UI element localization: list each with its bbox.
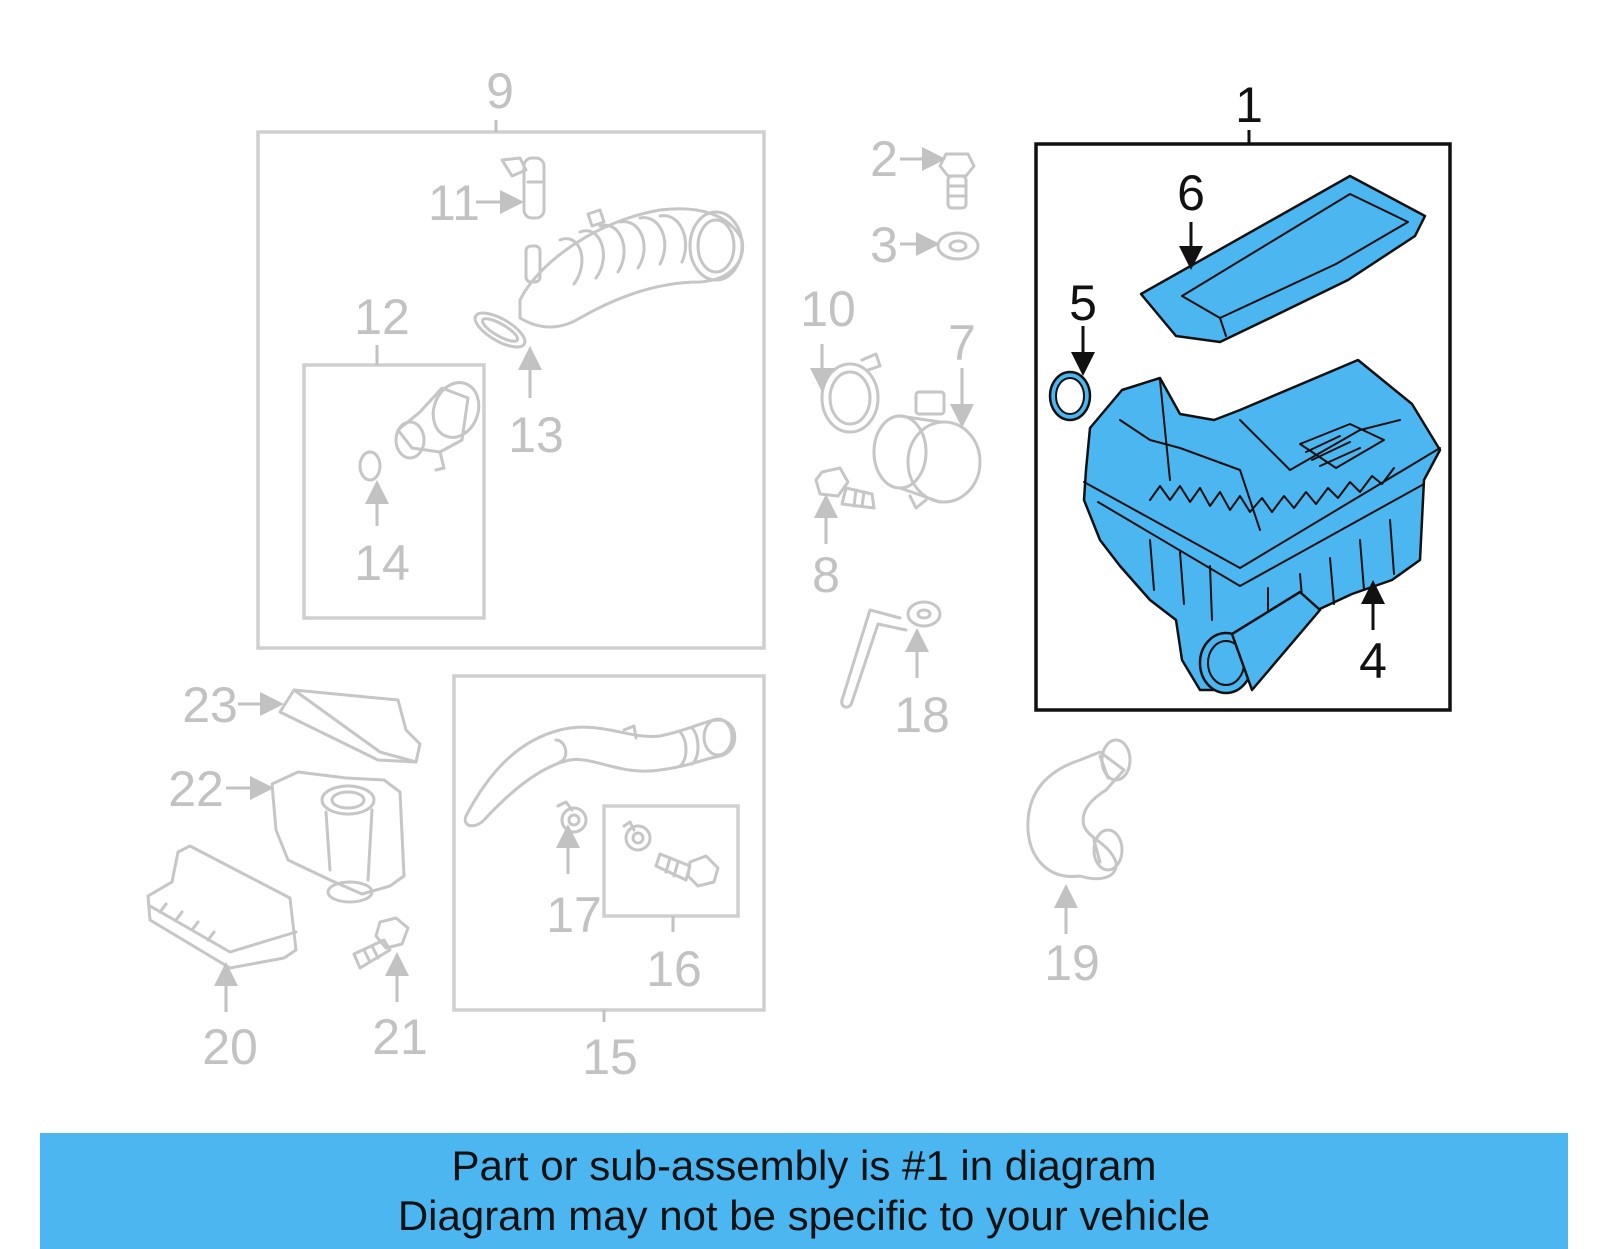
callout-15: 15 (582, 1029, 638, 1085)
part-21-bolt[interactable] (352, 916, 410, 970)
part-16-fastener-kit[interactable] (622, 820, 720, 888)
callout-3: 3 (870, 217, 898, 273)
part-14-o-ring[interactable] (358, 450, 382, 482)
callout-14: 14 (354, 535, 410, 591)
part-22-air-box[interactable] (270, 770, 406, 904)
callout-8: 8 (812, 547, 840, 603)
group-16-box (602, 804, 740, 932)
part-4-air-cleaner-housing[interactable] (1082, 358, 1442, 695)
callout-6: 6 (1177, 165, 1205, 221)
banner-line-1: Part or sub-assembly is #1 in diagram (451, 1142, 1157, 1189)
callout-7: 7 (948, 315, 976, 371)
group-9-box (256, 120, 766, 650)
callout-5: 5 (1069, 275, 1097, 331)
callout-1: 1 (1235, 77, 1263, 133)
callout-23: 23 (182, 677, 238, 733)
part-5-seal-ring[interactable] (1048, 370, 1092, 422)
callout-20: 20 (202, 1019, 258, 1075)
part-10-clamp[interactable] (820, 352, 882, 434)
part-20-bracket[interactable] (146, 844, 298, 970)
group-1-box (1034, 130, 1452, 712)
part-15-resonator-duct[interactable] (463, 717, 737, 828)
callout-11: 11 (428, 175, 480, 231)
part-23-cover[interactable] (278, 688, 422, 764)
callout-2: 2 (870, 131, 898, 187)
callout-9: 9 (486, 63, 514, 119)
group-12-box (302, 345, 486, 620)
part-3-washer[interactable] (936, 231, 980, 261)
callout-18: 18 (894, 687, 950, 743)
callout-16: 16 (646, 941, 702, 997)
part-2-bolt[interactable] (938, 152, 976, 210)
callout-13: 13 (508, 407, 564, 463)
info-banner: Part or sub-assembly is #1 in diagram Di… (40, 1133, 1568, 1249)
group-15-box (452, 674, 766, 1022)
part-8-bolt[interactable] (814, 466, 876, 510)
banner-line-2: Diagram may not be specific to your vehi… (397, 1192, 1211, 1239)
callout-17: 17 (546, 887, 602, 943)
callout-19: 19 (1044, 935, 1100, 991)
part-7-mass-airflow-sensor[interactable] (872, 390, 982, 510)
callout-22: 22 (168, 761, 224, 817)
part-18-drain-tube[interactable] (840, 600, 942, 709)
part-11-sensor[interactable] (500, 156, 546, 220)
part-17-clip[interactable] (556, 800, 588, 834)
callout-12: 12 (354, 289, 410, 345)
part-12-throttle-body[interactable] (394, 376, 486, 472)
part-6-air-filter-element[interactable] (1139, 174, 1427, 344)
part-9-air-duct[interactable] (518, 207, 745, 329)
part-13-o-ring[interactable] (470, 306, 529, 353)
callout-21: 21 (372, 1009, 428, 1065)
part-19-intake-duct[interactable] (1026, 738, 1132, 881)
callout-10: 10 (800, 281, 856, 337)
callout-4: 4 (1359, 633, 1387, 689)
